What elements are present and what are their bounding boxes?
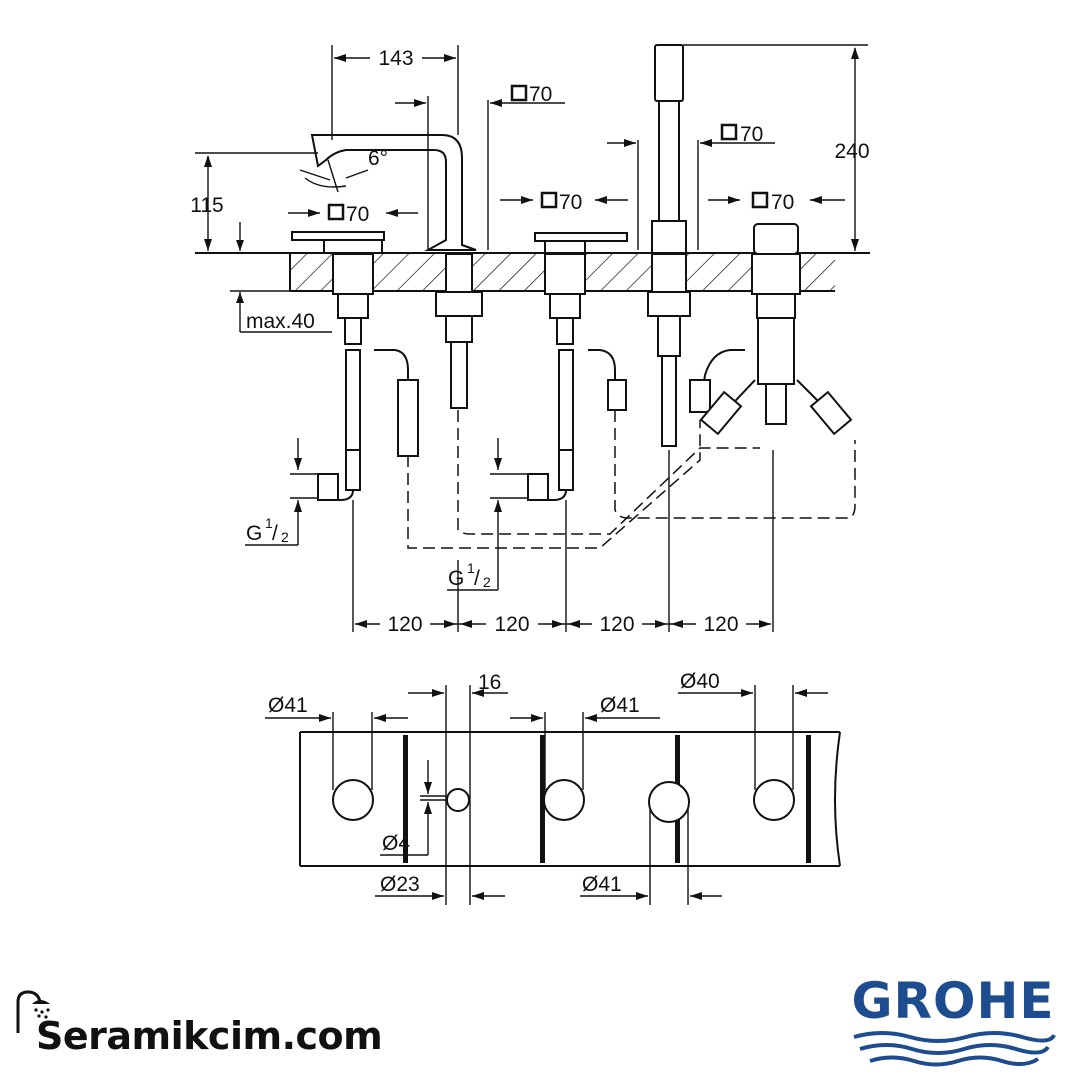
spacing-2: 120 [494,613,529,636]
spacing-4: 120 [703,613,738,636]
diverter [721,223,833,425]
thread-center-base: G [448,567,464,590]
thread-left-base: G [246,522,262,545]
dim-d41-bottom: Ø41 [580,808,722,905]
bath-spout [310,134,483,409]
dim-square-shower: 70 [607,123,775,250]
dim-square-spout: 70 [395,83,565,250]
mixer-handle-middle [534,232,628,345]
thread-left-num: 1 [265,515,273,531]
d41-left-label: Ø41 [268,694,308,717]
dim-115: 115 [190,152,318,251]
square-spout-label: 70 [529,83,552,106]
svg-text:/: / [474,567,480,590]
square-mixer-middle-label: 70 [559,191,582,214]
dim-d41-mid: Ø41 [510,694,660,790]
dim-143-label: 143 [378,47,413,70]
dim-square-mixer-middle: 70 [500,191,628,214]
shop-name: Seramikcim.com [36,1014,383,1058]
hand-shower [647,44,691,447]
hole-mixer-left [332,779,374,821]
dim-d23: Ø23 [375,873,505,900]
hole-shower [648,781,690,823]
shower-logo-icon [16,990,50,1033]
dim-6deg: 6° [299,147,388,193]
d40-label: Ø40 [680,670,720,693]
dim-115-label: 115 [190,194,223,217]
square-mixer-left-label: 70 [346,203,369,226]
thread-center-den: 2 [483,574,491,590]
spacing-1: 120 [387,613,422,636]
svg-text:/: / [272,522,278,545]
hole-mixer-middle [543,779,585,821]
spacing-3: 120 [599,613,634,636]
thread-center: G 1 / 2 [447,438,528,591]
hole-spout [446,788,470,812]
thread-left: G 1 / 2 [245,438,318,546]
square-diverter-label: 70 [771,191,794,214]
dim-max40-label: max.40 [246,310,315,333]
dim-d41-left: Ø41 [265,694,408,790]
supply-hoses [317,349,853,501]
dim-240: 240 [683,44,870,251]
hole-diverter [753,779,795,821]
thread-center-num: 1 [467,560,475,576]
dim-square-mixer-left: 70 [288,203,418,226]
d4-label: Ø4 [382,832,410,855]
dim-max40: max.40 [230,290,332,333]
d16-label: 16 [478,671,501,694]
hose-routing [407,410,856,549]
dim-d40: Ø40 [678,670,828,790]
square-shower-label: 70 [740,123,763,146]
dim-240-label: 240 [834,140,869,163]
dim-spacings: 120 120 120 120 [352,450,774,636]
dim-143: 143 [331,45,459,140]
dim-16: 16 [408,671,508,905]
grohe-wave-logo-icon [853,1031,1056,1067]
holes-plan [299,731,841,867]
d41-bottom-label: Ø41 [582,873,622,896]
mixer-handle-left [291,231,385,345]
dim-6deg-label: 6° [368,147,388,170]
grohe-wordmark: GROHE [851,972,1055,1030]
dim-square-diverter: 70 [708,191,845,214]
d41-mid-label: Ø41 [600,694,640,717]
thread-left-den: 2 [281,529,289,545]
d23-label: Ø23 [380,873,420,896]
dim-d4: Ø4 [380,760,446,856]
